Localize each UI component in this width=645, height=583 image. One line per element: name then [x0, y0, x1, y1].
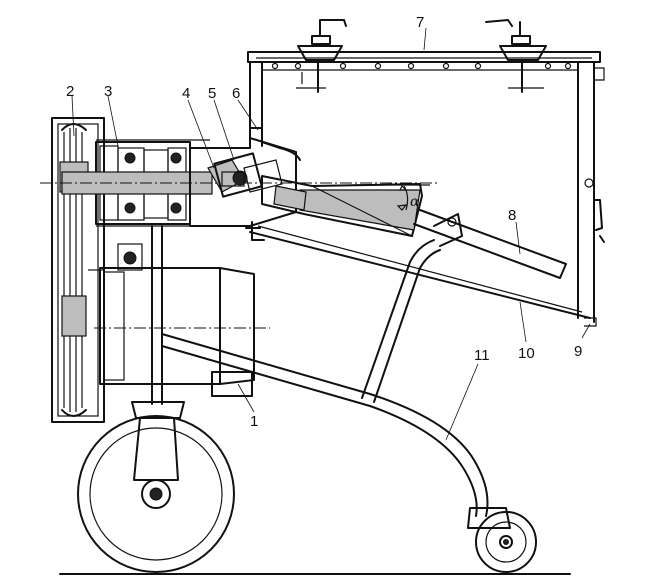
electric-motor [94, 243, 270, 397]
callout-4: 4 [182, 85, 190, 102]
caster-wheel [475, 511, 537, 573]
callout-9: 9 [574, 343, 582, 360]
angle-indicator [354, 184, 430, 211]
left-clamp [296, 19, 347, 93]
callout-1: 1 [250, 413, 258, 430]
callout-6: 6 [232, 85, 240, 102]
callout-labels: 1 2 3 4 5 6 7 8 9 10 11 α [66, 14, 582, 430]
angle-label: α [410, 194, 420, 210]
callout-2: 2 [66, 83, 74, 100]
callout-11: 11 [474, 347, 490, 364]
hopper-body [247, 51, 605, 327]
right-clamp [485, 19, 547, 93]
rim-rivets [271, 62, 572, 70]
callout-7: 7 [416, 14, 424, 31]
callout-10: 10 [518, 345, 535, 362]
frame [151, 213, 511, 529]
front-wheel [77, 401, 235, 573]
callout-3: 3 [104, 83, 112, 100]
mixing-screw [261, 175, 567, 279]
callout-5: 5 [208, 85, 216, 102]
callout-8: 8 [508, 207, 516, 224]
leader-lines [71, 27, 591, 441]
